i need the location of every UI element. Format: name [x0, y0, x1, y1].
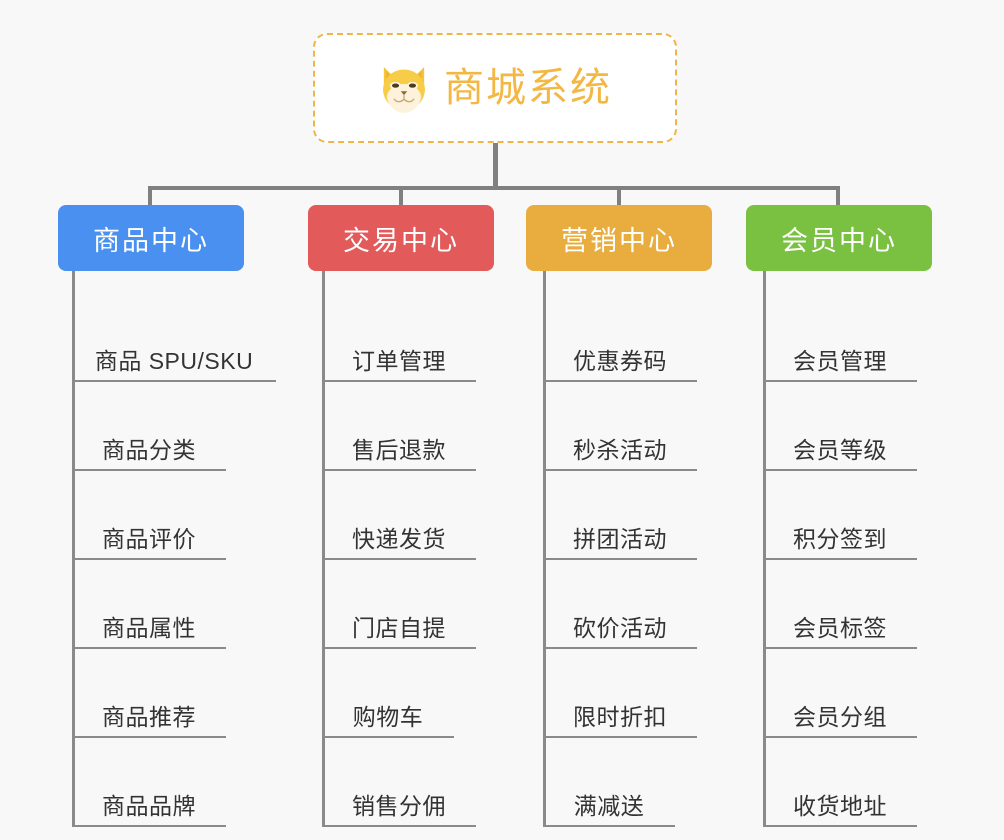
trunk-line-product-center: [72, 271, 75, 827]
leaf-item[interactable]: 限时折扣: [543, 649, 697, 738]
root-node[interactable]: 商城系统: [313, 33, 677, 143]
leaf-item-label: 门店自提: [352, 615, 446, 642]
leaf-item-label: 订单管理: [352, 348, 446, 375]
leaf-item-label: 积分签到: [793, 526, 887, 553]
leaf-item-label: 商品属性: [102, 615, 196, 642]
leaf-item-label: 商品推荐: [102, 704, 196, 731]
leaf-item-label: 商品 SPU/SKU: [94, 348, 254, 375]
connector-drop-member-center: [836, 186, 840, 208]
leaf-item[interactable]: 砍价活动: [543, 560, 697, 649]
trunk-line-member-center: [763, 271, 766, 827]
leaf-item[interactable]: 商品分类: [72, 382, 226, 471]
leaf-item-label: 商品品牌: [102, 793, 196, 820]
leaf-item-label: 会员等级: [793, 437, 887, 464]
leaf-item[interactable]: 订单管理: [322, 293, 476, 382]
connector-root-stem: [493, 143, 498, 189]
leaf-item-label: 优惠券码: [573, 348, 667, 375]
leaf-item-label: 限时折扣: [573, 704, 667, 731]
leaf-item[interactable]: 收货地址: [763, 738, 917, 827]
leaf-item[interactable]: 售后退款: [322, 382, 476, 471]
category-box-marketing-center[interactable]: 营销中心: [526, 205, 712, 271]
leaf-item[interactable]: 商品品牌: [72, 738, 226, 827]
leaf-item-label: 快递发货: [352, 526, 446, 553]
leaf-item-label: 会员管理: [793, 348, 887, 375]
leaf-item[interactable]: 满减送: [543, 738, 675, 827]
leaf-item[interactable]: 商品属性: [72, 560, 226, 649]
leaf-item[interactable]: 购物车: [322, 649, 454, 738]
category-label: 交易中心: [343, 225, 459, 256]
leaf-item-label: 收货地址: [793, 793, 887, 820]
connector-drop-product-center: [148, 186, 152, 208]
leaf-item[interactable]: 商品 SPU/SKU: [72, 293, 276, 382]
shiba-dog-face-icon: [383, 67, 425, 113]
leaf-item-label: 会员标签: [793, 615, 887, 642]
leaf-item-label: 满减送: [573, 793, 645, 820]
connector-drop-trade-center: [399, 186, 403, 208]
root-title: 商城系统: [444, 66, 612, 110]
leaf-item[interactable]: 积分签到: [763, 471, 917, 560]
leaf-item-label: 拼团活动: [573, 526, 667, 553]
leaf-item-label: 销售分佣: [352, 793, 446, 820]
leaf-item-label: 砍价活动: [573, 615, 667, 642]
leaf-item-label: 商品评价: [102, 526, 196, 553]
leaf-item[interactable]: 销售分佣: [322, 738, 476, 827]
category-label: 营销中心: [561, 225, 677, 256]
category-label: 商品中心: [93, 225, 209, 256]
leaf-item[interactable]: 会员等级: [763, 382, 917, 471]
trunk-line-trade-center: [322, 271, 325, 827]
category-box-member-center[interactable]: 会员中心: [746, 205, 932, 271]
leaf-item-label: 售后退款: [352, 437, 446, 464]
connector-drop-marketing-center: [617, 186, 621, 208]
leaf-item[interactable]: 商品推荐: [72, 649, 226, 738]
connector-horizontal-bus: [150, 186, 840, 190]
leaf-item[interactable]: 商品评价: [72, 471, 226, 560]
category-box-trade-center[interactable]: 交易中心: [308, 205, 494, 271]
leaf-item-label: 购物车: [352, 704, 424, 731]
leaf-item[interactable]: 优惠券码: [543, 293, 697, 382]
leaf-item[interactable]: 拼团活动: [543, 471, 697, 560]
leaf-item[interactable]: 快递发货: [322, 471, 476, 560]
leaf-item[interactable]: 会员标签: [763, 560, 917, 649]
leaf-item[interactable]: 门店自提: [322, 560, 476, 649]
leaf-item-label: 商品分类: [102, 437, 196, 464]
leaf-item-label: 会员分组: [793, 704, 887, 731]
leaf-item-label: 秒杀活动: [573, 437, 667, 464]
category-label: 会员中心: [781, 225, 897, 256]
leaf-item[interactable]: 会员管理: [763, 293, 917, 382]
leaf-item[interactable]: 秒杀活动: [543, 382, 697, 471]
category-box-product-center[interactable]: 商品中心: [58, 205, 244, 271]
leaf-item[interactable]: 会员分组: [763, 649, 917, 738]
trunk-line-marketing-center: [543, 271, 546, 827]
